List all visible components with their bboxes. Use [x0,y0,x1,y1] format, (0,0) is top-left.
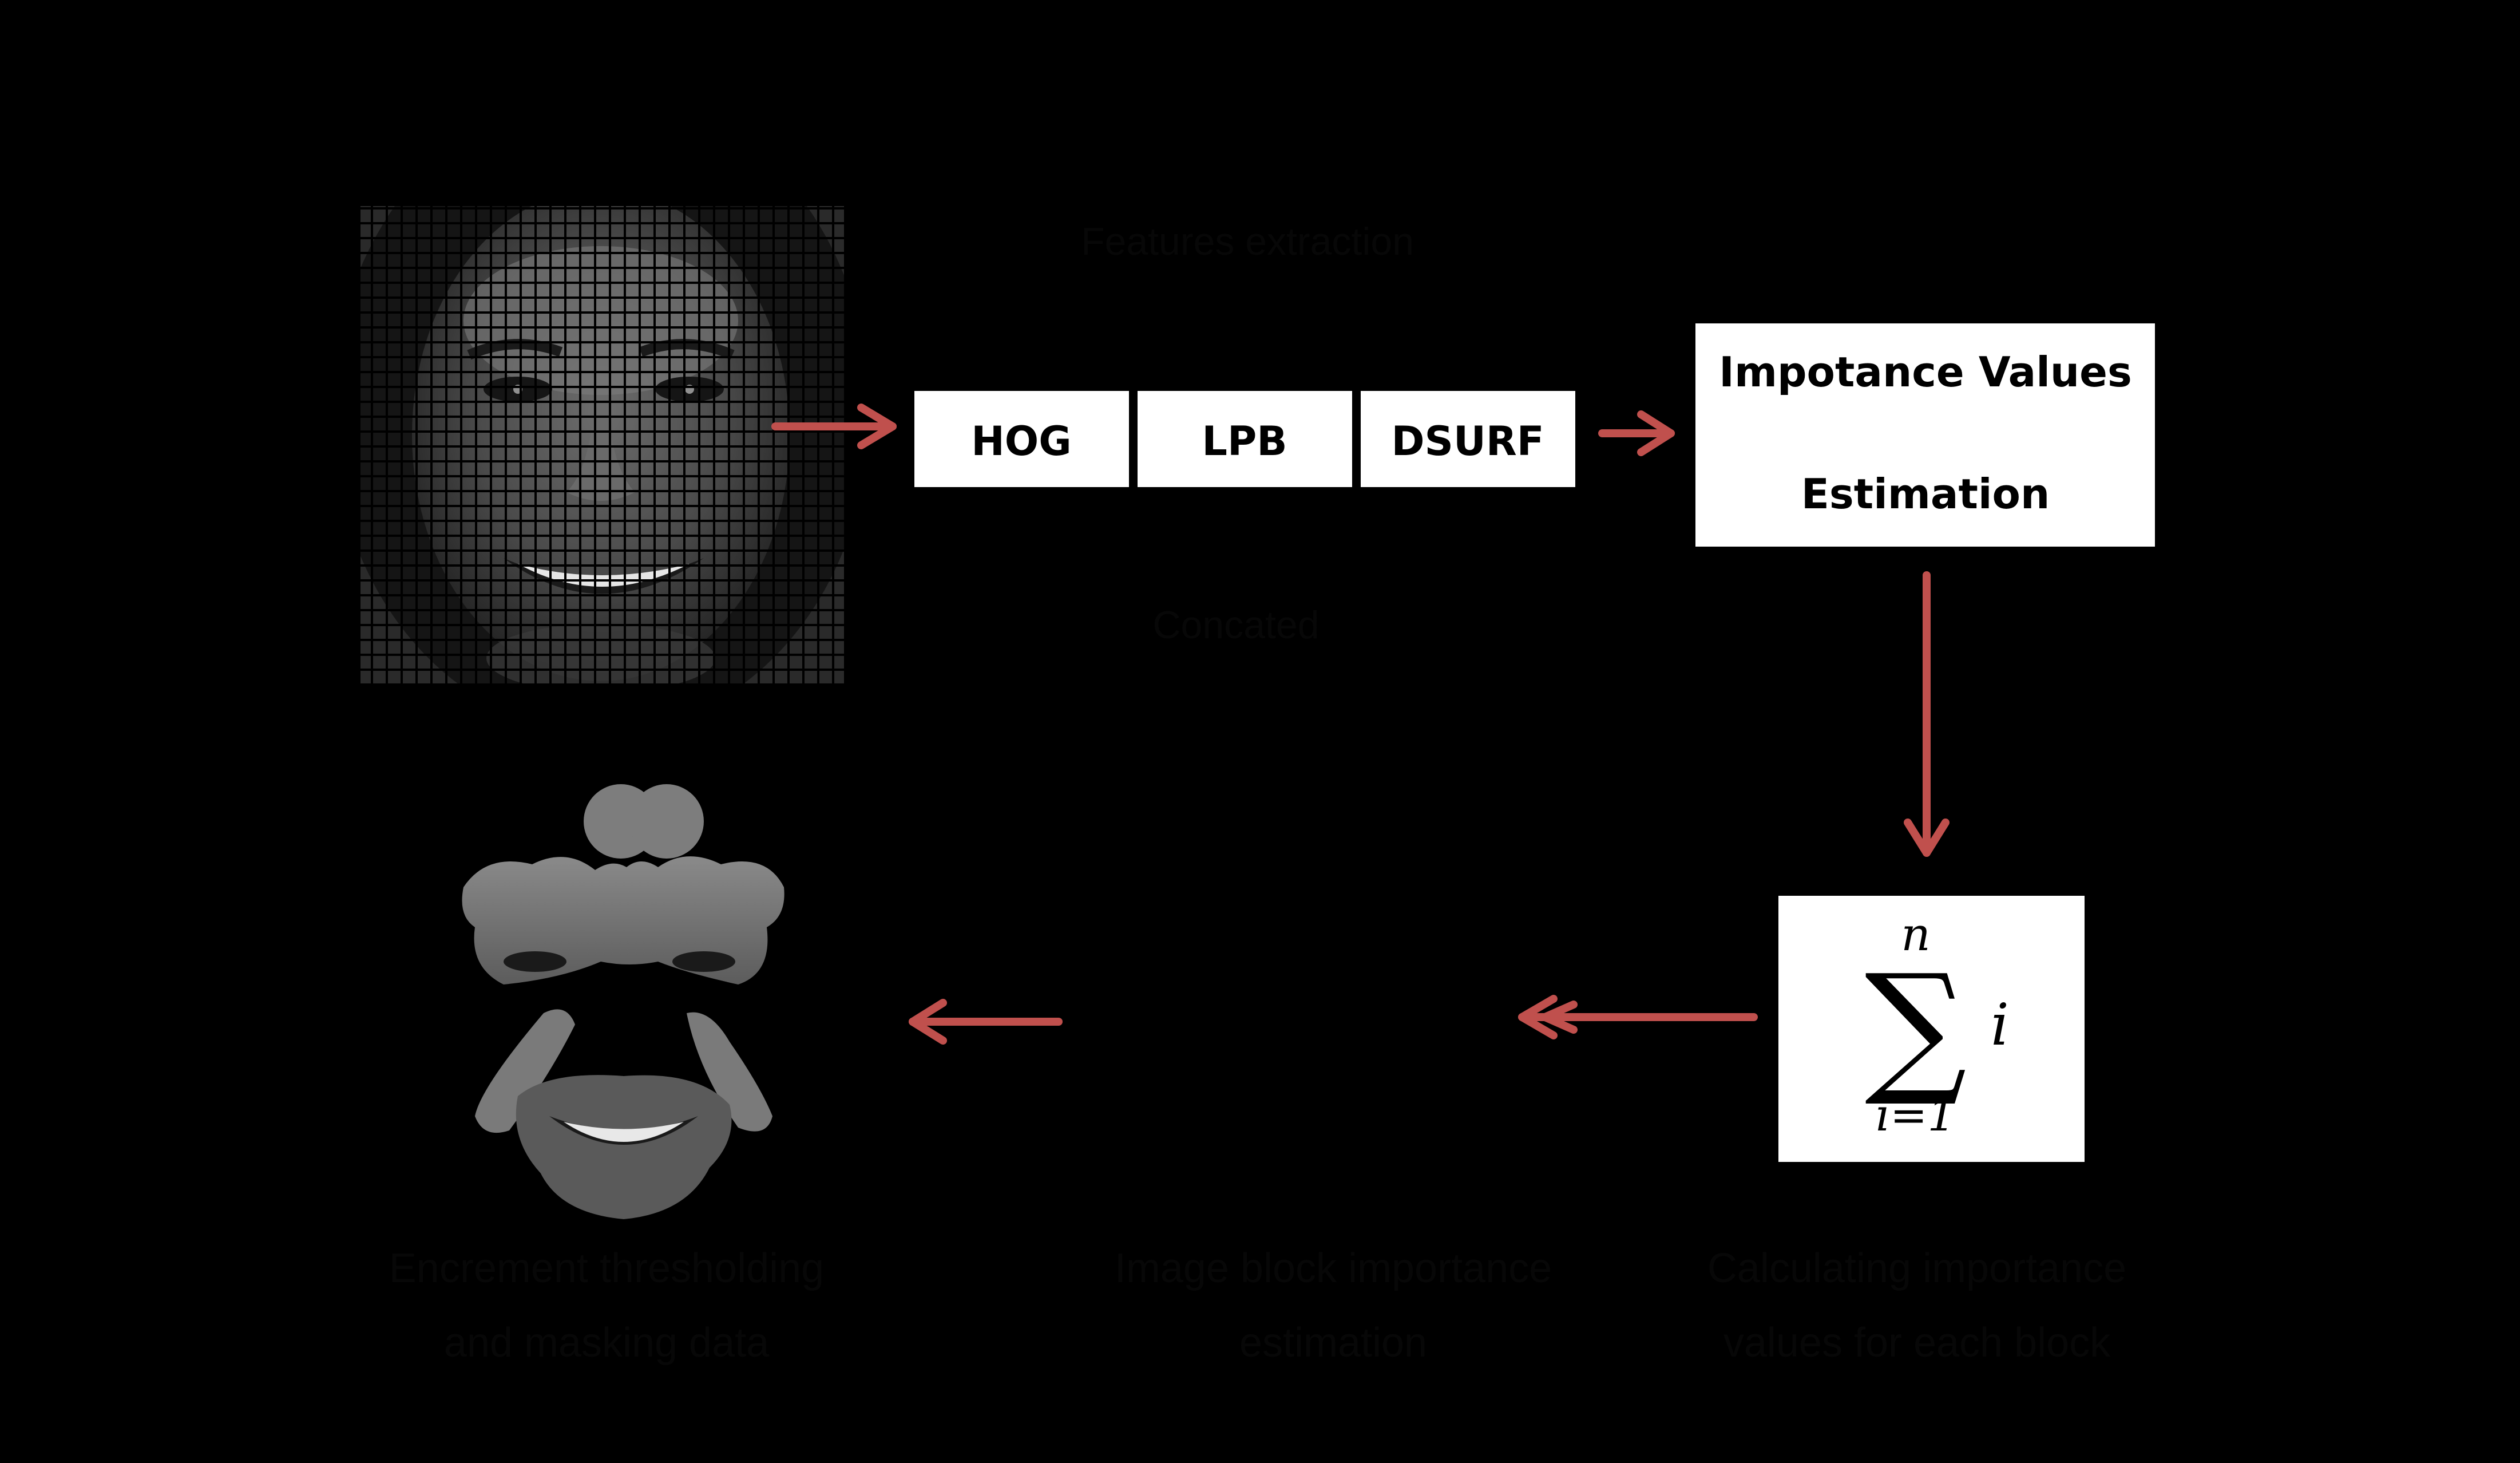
importance-line1: Impotance Values [1719,348,2132,396]
sum-term: i [1991,991,2009,1058]
importance-estimation-box: Impotance Values Estimation [1695,323,2155,547]
calculating-label-line2: values for each block [1723,1320,2111,1366]
thresholding-label-line2: and masking data [444,1320,770,1366]
arrow-features-to-importance [1598,410,1675,456]
feature-box-dsurf: DSURF [1361,391,1575,487]
masked-face [462,784,784,1219]
arrow-importance-to-sum [1904,571,1950,857]
feature-box-lpb: LPB [1138,391,1352,487]
arrow-face-to-features [771,404,897,449]
summation-box: n ∑ i i=1 [1778,896,2085,1162]
sum-lower-limit: i=1 [1876,1090,1956,1141]
face-image [360,206,844,684]
feature-box-hog: HOG [914,391,1129,487]
sum-symbol: ∑ [1865,943,1967,1110]
thresholding-label-line1: Encrement thresholding [389,1245,824,1291]
arrow-to-masked-face [909,999,1063,1045]
concated-label: Concated [1152,603,1319,647]
importance-line2: Estimation [1801,470,2050,518]
block-estimation-label-line1: Image block importance [1115,1245,1552,1291]
feature-label-lpb: LPB [1202,418,1287,465]
feature-label-hog: HOG [971,418,1072,465]
arrow-sum-to-block-estimation [1518,995,1758,1039]
block-estimation-label-line2: estimation [1239,1320,1427,1366]
calculating-label-line1: Calculating importance [1707,1245,2126,1291]
features-extraction-label: Features extraction [1081,220,1414,263]
sum-upper-limit: n [1901,908,1931,961]
feature-label-dsurf: DSURF [1391,418,1544,465]
